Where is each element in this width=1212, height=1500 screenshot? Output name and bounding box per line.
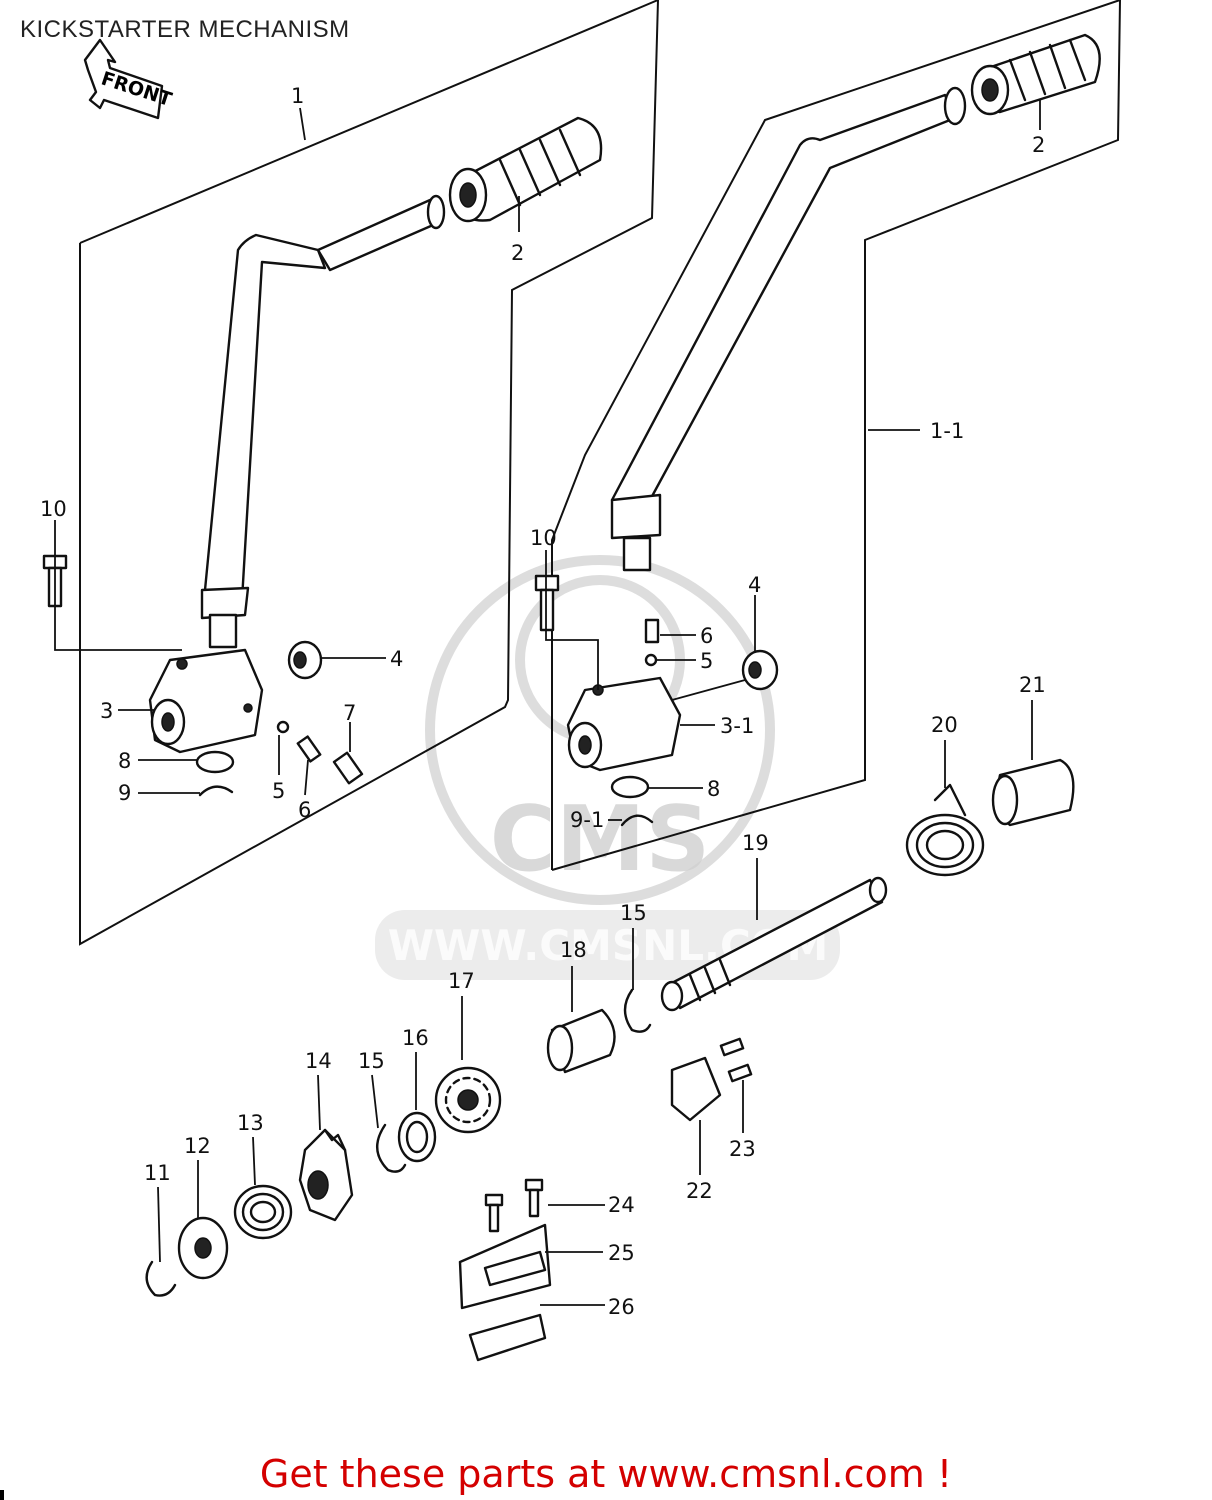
bracket-26 (468, 1313, 547, 1362)
washer-8b (610, 775, 650, 799)
spring-6a (296, 735, 322, 763)
page-title: KICKSTARTER MECHANISM (20, 16, 350, 43)
label-7: 7 (343, 701, 356, 725)
bracket-frame (458, 1223, 552, 1310)
label-11: 11 (144, 1161, 171, 1185)
label-26: 26 (608, 1295, 635, 1319)
label-6b: 6 (700, 624, 713, 648)
screws-24 (484, 1178, 544, 1233)
circlip-9-1 (620, 814, 654, 827)
spring-20 (905, 783, 985, 877)
ball-5a (276, 720, 290, 734)
label-19: 19 (742, 831, 769, 855)
gear-17 (434, 1066, 502, 1134)
label-21: 21 (1019, 673, 1046, 697)
cms-watermark: CMS WWW.CMSNL.COM (375, 555, 840, 980)
label-6a: 6 (298, 798, 311, 822)
label-2b: 2 (1032, 133, 1045, 157)
label-4a: 4 (390, 647, 403, 671)
cap-4a (287, 640, 323, 680)
circlip-15a (376, 1123, 407, 1173)
label-8a: 8 (118, 749, 131, 773)
label-9-1: 9-1 (570, 808, 604, 832)
parts-diagram: CMS WWW.CMSNL.COM FRONT (40, 0, 1122, 1362)
circlip-11 (145, 1260, 177, 1297)
washer-8a (195, 750, 235, 774)
label-8b: 8 (707, 777, 720, 801)
footer-cta-link[interactable]: Get these parts at www.cmsnl.com ! (259, 1452, 953, 1496)
label-10a: 10 (40, 497, 67, 521)
label-18: 18 (560, 938, 587, 962)
label-23: 23 (729, 1137, 756, 1161)
plate-22 (670, 1056, 722, 1122)
label-24: 24 (608, 1193, 635, 1217)
washer-12-hole (194, 1237, 212, 1259)
kick-shaft-19 (660, 876, 888, 1012)
front-direction-icon: FRONT (83, 38, 174, 120)
label-25: 25 (608, 1241, 635, 1265)
cap-4b (741, 649, 779, 691)
label-5b: 5 (700, 649, 713, 673)
circlip-9 (198, 785, 234, 797)
assembly-frame-1 (79, 0, 660, 946)
label-12: 12 (184, 1134, 211, 1158)
label-2a: 2 (511, 241, 524, 265)
plate-25 (483, 1250, 547, 1287)
corner-mark (0, 1490, 4, 1500)
label-13: 13 (237, 1111, 264, 1135)
kick-pedal-1-1 (610, 86, 967, 572)
label-9: 9 (118, 781, 131, 805)
watermark-brand: CMS (490, 787, 710, 892)
label-15a: 15 (358, 1049, 385, 1073)
spring-13 (233, 1184, 293, 1240)
label-16: 16 (402, 1026, 429, 1050)
ratchet-14 (298, 1128, 354, 1222)
bolt-10b (534, 574, 560, 632)
collar-18 (546, 1008, 616, 1074)
label-10b: 10 (530, 526, 557, 550)
washer-16-inner (405, 1120, 429, 1154)
label-15b: 15 (620, 901, 647, 925)
part-labels: 1 2 2 1-1 10 3 4 8 9 5 6 7 10 6 5 4 3-1 … (40, 84, 1046, 1319)
label-22: 22 (686, 1179, 713, 1203)
label-3-1: 3-1 (720, 714, 754, 738)
label-14: 14 (305, 1049, 332, 1073)
assembly-frame-1-1 (551, 0, 1122, 871)
label-1: 1 (291, 84, 304, 108)
circlip-15b (623, 988, 652, 1033)
label-1-1: 1-1 (930, 419, 964, 443)
label-20: 20 (931, 713, 958, 737)
spring-6b (644, 618, 660, 644)
label-3: 3 (100, 699, 113, 723)
label-4b: 4 (748, 573, 761, 597)
lever-body-3-1 (566, 676, 682, 772)
label-17: 17 (448, 969, 475, 993)
pedal-rubber-a (448, 116, 603, 223)
kick-pedal-1 (200, 194, 446, 649)
guide-21 (991, 758, 1075, 827)
lever-body-3 (148, 648, 264, 754)
spring-7 (332, 751, 364, 785)
leader-lines (54, 100, 1041, 1306)
pedal-rubber-b (970, 33, 1101, 116)
label-5a: 5 (272, 779, 285, 803)
screws-23 (719, 1037, 753, 1083)
ball-5b (644, 653, 658, 667)
